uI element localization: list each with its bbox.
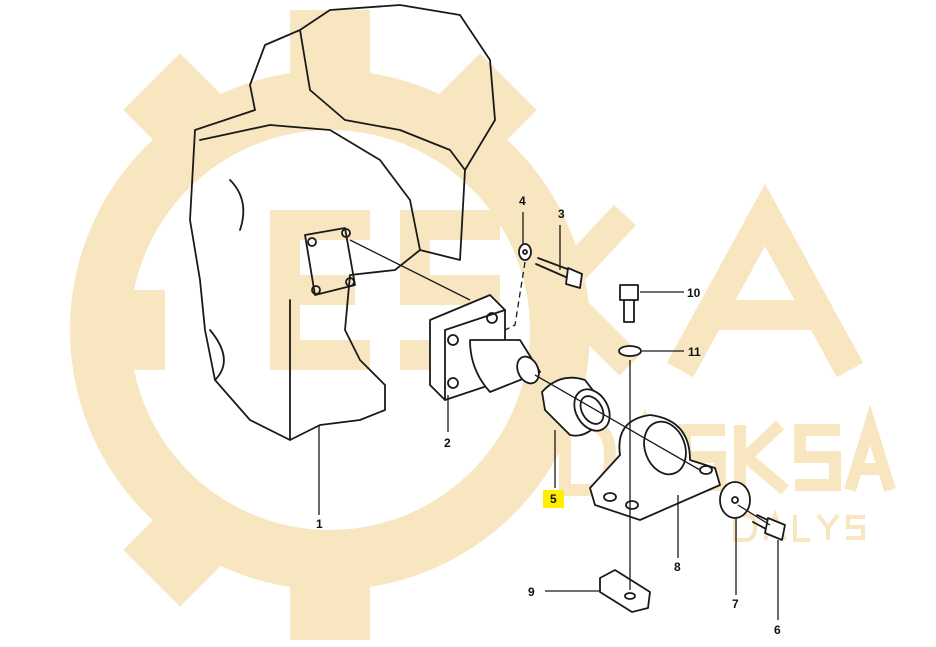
callout-5-highlighted: 5 bbox=[543, 490, 564, 508]
watermark-logo bbox=[70, 10, 896, 640]
part-5-bushing bbox=[541, 376, 611, 437]
part-3-bolt bbox=[535, 257, 583, 289]
part-9-block bbox=[599, 569, 651, 613]
callout-9: 9 bbox=[528, 585, 535, 599]
callout-7: 7 bbox=[732, 597, 739, 611]
callout-4: 4 bbox=[519, 194, 526, 208]
leader-lines bbox=[318, 212, 779, 620]
part-11-washer bbox=[618, 345, 642, 357]
part-10-bolt bbox=[619, 284, 639, 323]
callout-11: 11 bbox=[688, 345, 701, 359]
callout-8: 8 bbox=[674, 560, 681, 574]
part-4-washer bbox=[518, 243, 532, 261]
callout-3: 3 bbox=[558, 207, 565, 221]
part-8-bracket bbox=[589, 414, 721, 521]
callout-1: 1 bbox=[316, 517, 323, 531]
part-2-flange-shaft bbox=[429, 294, 541, 401]
part-6-bolt bbox=[752, 514, 786, 541]
callout-6: 6 bbox=[774, 623, 781, 637]
part-7-washer bbox=[719, 481, 751, 519]
part-1-housing bbox=[189, 4, 496, 441]
callout-10: 10 bbox=[687, 286, 701, 300]
callout-2: 2 bbox=[444, 436, 451, 450]
watermark-lettering-tertiary bbox=[733, 509, 865, 542]
